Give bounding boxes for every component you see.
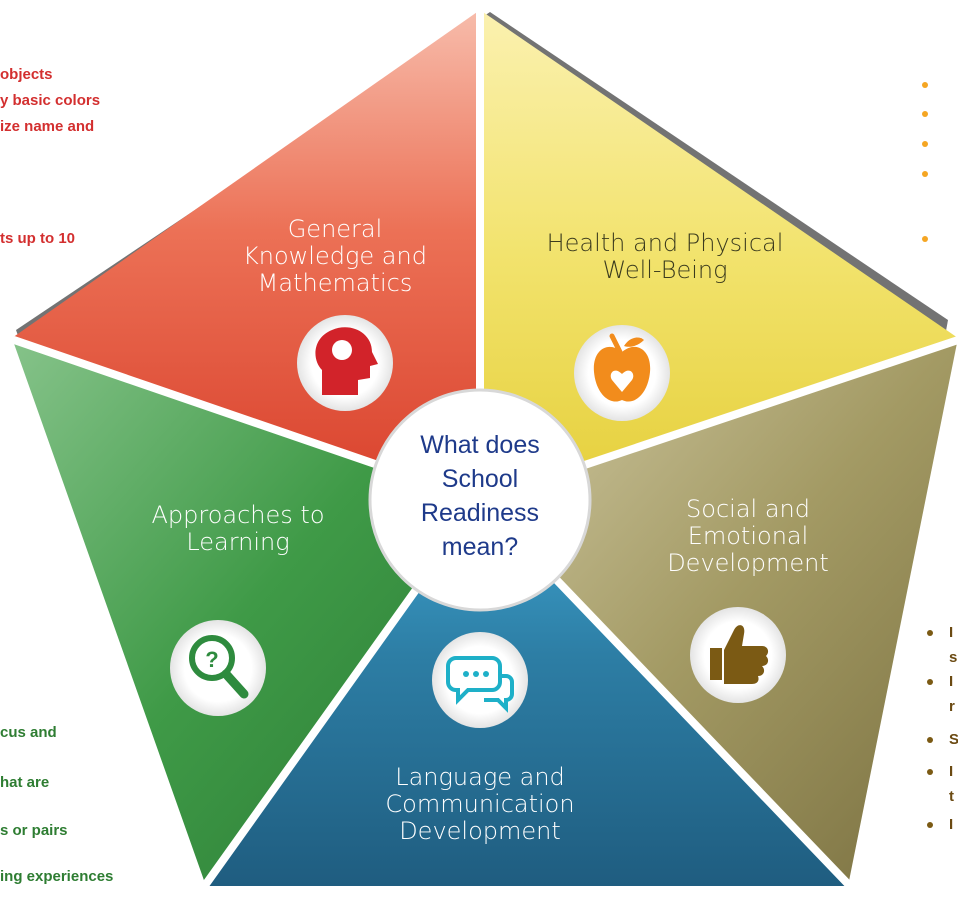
approaches-point-4: ing experiences bbox=[0, 868, 114, 885]
wedge-approaches bbox=[12, 338, 480, 886]
social-bullet bbox=[927, 737, 933, 743]
svg-text:?: ? bbox=[205, 647, 218, 672]
approaches-point-2: hat are bbox=[0, 774, 50, 791]
approaches-point-3: s or pairs bbox=[0, 822, 68, 839]
health-bullet bbox=[922, 141, 928, 147]
thumbs-up-icon bbox=[690, 607, 786, 703]
brain-head-icon bbox=[297, 315, 393, 411]
health-bullet bbox=[922, 236, 928, 242]
social-bullet bbox=[927, 769, 933, 775]
label-approaches: Approaches to Learning bbox=[151, 501, 325, 556]
general-point-2: y basic colors bbox=[0, 92, 101, 109]
general-point-1: objects bbox=[0, 66, 53, 83]
social-point-4: r bbox=[949, 698, 955, 715]
wedge-language bbox=[206, 500, 848, 886]
social-bullet bbox=[927, 630, 933, 636]
social-point-8: I bbox=[949, 816, 954, 833]
center-circle bbox=[368, 388, 592, 612]
general-point-4: ts up to 10 bbox=[0, 230, 76, 247]
speech-bubbles-icon bbox=[432, 632, 528, 728]
label-language: Language and Communication Development bbox=[385, 763, 575, 845]
magnifier-question-icon: ? bbox=[170, 620, 266, 716]
approaches-point-1: cus and bbox=[0, 724, 57, 741]
social-point-1: I bbox=[949, 624, 954, 641]
health-bullet bbox=[922, 111, 928, 117]
center-title: What does School Readiness mean? bbox=[420, 431, 540, 561]
social-point-3: I bbox=[949, 673, 954, 690]
label-social: Social and Emotional Development bbox=[667, 495, 829, 577]
label-health: Health and Physical Well-Being bbox=[546, 229, 784, 284]
general-point-3: ize name and bbox=[0, 118, 95, 135]
social-point-5: S bbox=[949, 731, 958, 748]
social-point-6: I bbox=[949, 763, 954, 780]
social-point-2: s bbox=[949, 649, 958, 666]
social-bullet bbox=[927, 822, 933, 828]
social-bullet bbox=[927, 679, 933, 685]
health-bullet bbox=[922, 82, 928, 88]
health-bullet bbox=[922, 171, 928, 177]
social-point-7: t bbox=[949, 788, 954, 805]
apple-heart-icon bbox=[574, 325, 670, 421]
label-general-knowledge: General Knowledge and Mathematics bbox=[243, 215, 427, 297]
